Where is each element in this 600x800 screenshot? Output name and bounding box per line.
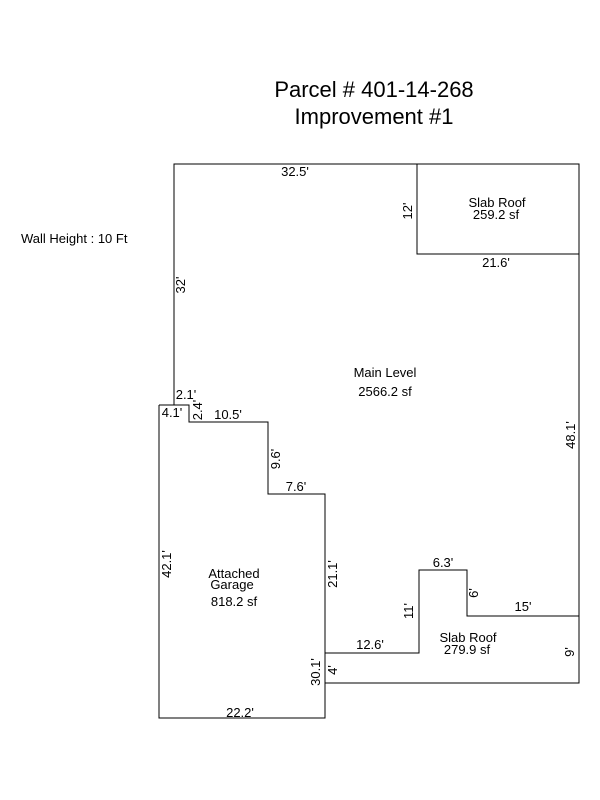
dim-slab-bottom-right: 9' xyxy=(562,647,577,657)
dim-garage-right-lower: 30.1' xyxy=(308,658,323,686)
dim-garage-bottom: 22.2' xyxy=(226,705,254,720)
main-level-outline xyxy=(173,163,580,616)
dim-step-g: 21.1' xyxy=(325,560,340,588)
page-title: Parcel # 401-14-268 xyxy=(274,77,474,102)
dim-right-main: 48.1' xyxy=(563,421,578,449)
garage-area: 818.2 sf xyxy=(211,594,258,609)
dim-step-e: 9.6' xyxy=(268,449,283,470)
dim-top: 32.5' xyxy=(281,164,309,179)
dim-notch-left: 11' xyxy=(401,603,416,619)
dim-notch-right: 6' xyxy=(466,588,481,598)
slab-roof-bottom-label: Slab Roof xyxy=(439,630,496,645)
dim-slab-top-width: 21.6' xyxy=(482,255,510,270)
dim-slab-bottom-top: 15' xyxy=(515,599,532,614)
main-level-label: Main Level xyxy=(354,365,417,380)
wall-height-note: Wall Height : 10 Ft xyxy=(21,231,128,246)
dim-left-main: 32' xyxy=(173,277,188,294)
dim-step-f: 7.6' xyxy=(286,479,307,494)
dim-slab-top-height: 12' xyxy=(400,203,415,220)
dim-step-c: 2.4' xyxy=(190,400,205,421)
page-subtitle: Improvement #1 xyxy=(294,104,454,129)
dim-step-b: 4.1' xyxy=(162,405,183,420)
garage-label-line1: Attached xyxy=(208,566,259,581)
dim-step-d: 10.5' xyxy=(214,407,242,422)
slab-roof-top-label: Slab Roof xyxy=(468,195,525,210)
slab-roof-bottom-area: 279.9 sf xyxy=(444,642,491,657)
slab-roof-top-area: 259.2 sf xyxy=(473,207,520,222)
dim-slab-bottom-small: 4' xyxy=(325,665,340,675)
dim-step-a: 2.1' xyxy=(176,387,197,402)
main-level-area: 2566.2 sf xyxy=(358,384,412,399)
slab-roof-bottom-outline xyxy=(325,569,580,684)
main-level-step-outline xyxy=(158,404,326,719)
slab-roof-top-outline xyxy=(416,164,579,255)
dim-garage-left: 42.1' xyxy=(159,550,174,578)
dim-notch-top: 6.3' xyxy=(433,555,454,570)
garage-label-line2: Garage xyxy=(210,577,253,592)
dim-slab-bottom-left: 12.6' xyxy=(356,637,384,652)
